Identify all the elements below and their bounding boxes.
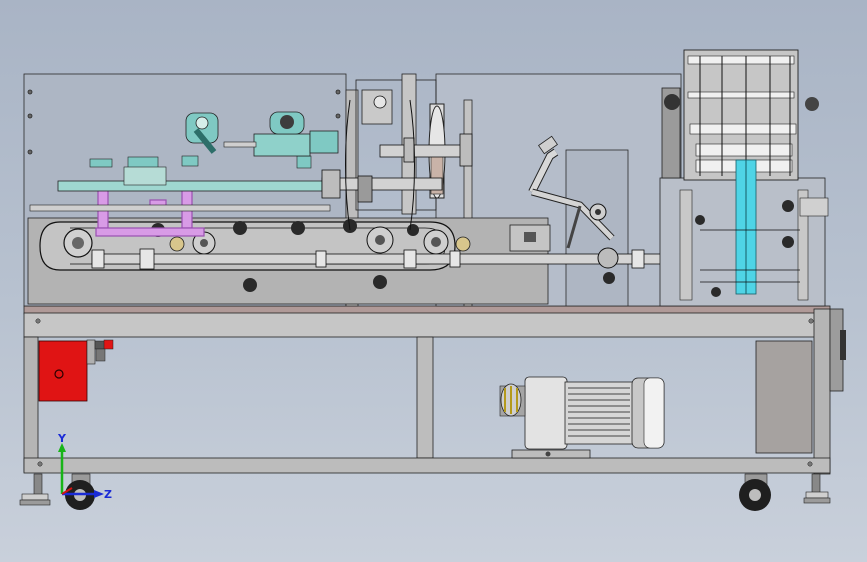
right-caster [739,473,771,511]
angled-lever-arm [509,135,615,252]
triad-y-label: Y [57,432,67,445]
electric-motor [499,376,665,459]
base-frame [23,305,846,475]
right-wrapping-head [659,49,829,307]
triad-x-axis [61,487,73,495]
red-control-box [38,339,114,402]
left-caster [65,473,95,510]
central-drive-tower [321,73,473,231]
left-foot [19,473,51,506]
right-foot [803,473,831,504]
coordinate-triad: Y Z [57,432,112,501]
triad-z-label: Z [104,488,112,501]
